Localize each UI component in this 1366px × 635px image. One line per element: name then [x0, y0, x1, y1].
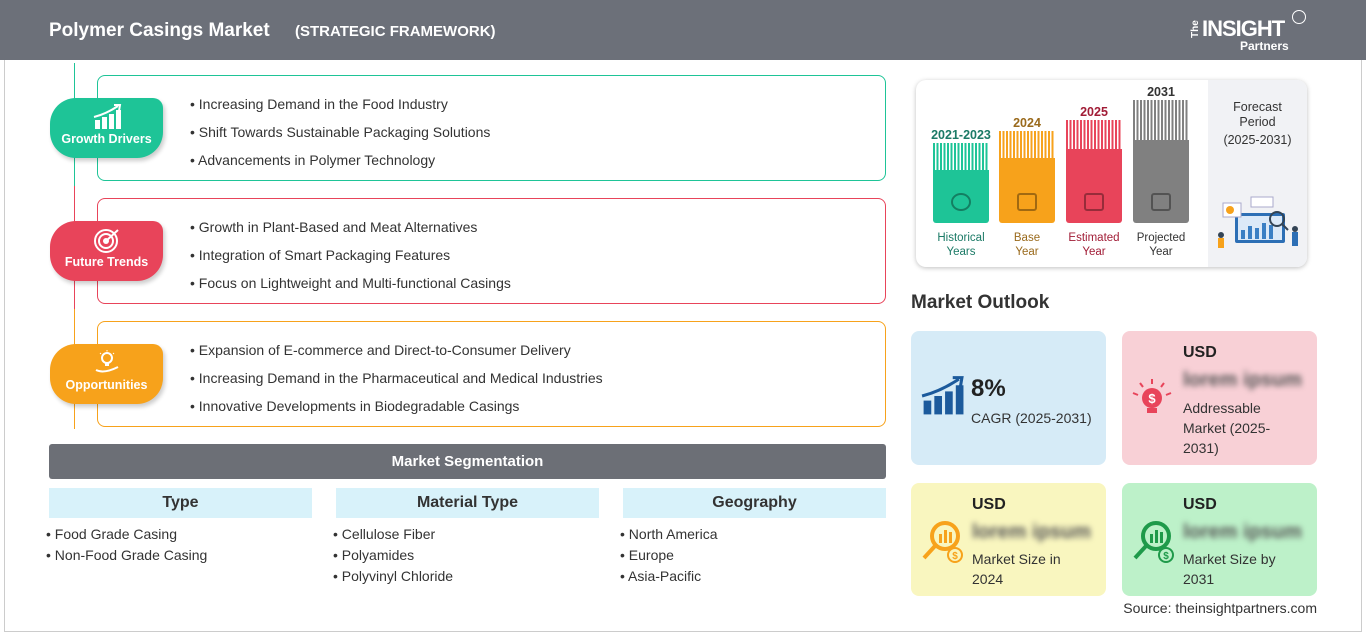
page-subtitle: (STRATEGIC FRAMEWORK) [295, 23, 496, 40]
segmentation-title: Market Segmentation [49, 444, 886, 479]
forecast-panel: Forecast Period (2025-2031) [1208, 80, 1307, 267]
card-label: Market Size by 2031 [1183, 551, 1276, 587]
card-label: Addressable Market (2025-2031) [1183, 400, 1271, 456]
cagr-value: 8% [971, 375, 1006, 402]
lightbulb-dollar-icon: $ [1130, 376, 1174, 425]
lightbulb-hand-icon [92, 350, 122, 376]
segment-item: Europe [620, 547, 674, 563]
timeline-year: 2021-2023 [931, 128, 991, 142]
framework-item: Focus on Lightweight and Multi-functiona… [190, 275, 511, 291]
timeline-year: 2024 [1013, 116, 1041, 130]
framework-item: Expansion of E-commerce and Direct-to-Co… [190, 342, 571, 358]
forecast-range: (2025-2031) [1223, 133, 1292, 147]
segment-item: Cellulose Fiber [333, 526, 435, 542]
frame [4, 60, 1362, 632]
timeline-icon [1151, 193, 1171, 211]
badge-label: Growth Drivers [61, 132, 152, 146]
forecast-label: Forecast [1233, 100, 1282, 114]
blurred-value: lorem ipsum [1183, 369, 1302, 391]
segment-item: Polyamides [333, 547, 414, 563]
segment-item: Food Grade Casing [46, 526, 177, 542]
timeline-icon [951, 193, 971, 211]
framework-item: Advancements in Polymer Technology [190, 152, 435, 168]
framework-box-growth-drivers: Increasing Demand in the Food IndustrySh… [97, 75, 886, 181]
logo: The INSIGHT Partners [1190, 8, 1320, 54]
framework-item: Increasing Demand in the Pharmaceutical … [190, 370, 603, 386]
badge-opportunities: Opportunities [50, 344, 163, 404]
magnifier-chart-icon: $ [1130, 518, 1176, 569]
usd-label: USD [972, 496, 1006, 513]
timeline-year: 2025 [1080, 105, 1108, 119]
usd-label: USD [1183, 496, 1217, 513]
framework-item: Growth in Plant-Based and Meat Alternati… [190, 219, 478, 235]
header [0, 0, 1366, 60]
magnifier-chart-icon: $ [919, 518, 965, 569]
segment-header: Material Type [336, 488, 599, 518]
segment-header: Geography [623, 488, 886, 518]
growth-chart-icon [919, 376, 965, 421]
framework-item: Increasing Demand in the Food Industry [190, 96, 448, 112]
badge-label: Opportunities [65, 378, 148, 392]
blurred-value: lorem ipsum [972, 521, 1091, 543]
growth-chart-icon [92, 104, 122, 130]
page-title: Polymer Casings Market [49, 20, 270, 41]
segment-item: Polyvinyl Chloride [333, 568, 453, 584]
segment-header: Type [49, 488, 312, 518]
market-outlook-title: Market Outlook [911, 292, 1050, 313]
framework-item: Shift Towards Sustainable Packaging Solu… [190, 124, 491, 140]
timeline-year: 2031 [1147, 85, 1175, 99]
outlook-card: 8% CAGR (2025-2031) [911, 331, 1106, 465]
usd-label: USD [1183, 344, 1217, 361]
segment-item: Asia-Pacific [620, 568, 701, 584]
timeline-bar [999, 131, 1055, 223]
segment-item: North America [620, 526, 718, 542]
blurred-value: lorem ipsum [1183, 521, 1302, 543]
badge-future-trends: Future Trends [50, 221, 163, 281]
source-text: Source: theinsightpartners.com [1123, 600, 1317, 616]
forecast-label: Period [1239, 115, 1276, 129]
svg-text:$: $ [1163, 551, 1169, 562]
timeline-bar [1133, 100, 1189, 223]
segment-item: Non-Food Grade Casing [46, 547, 208, 563]
timeline-bar [1066, 120, 1122, 223]
framework-box-future-trends: Growth in Plant-Based and Meat Alternati… [97, 198, 886, 304]
timeline-icon [1017, 193, 1037, 211]
badge-label: Future Trends [64, 255, 149, 269]
target-icon [92, 227, 122, 253]
svg-text:$: $ [952, 551, 958, 562]
framework-item: Integration of Smart Packaging Features [190, 247, 450, 263]
cagr-label: CAGR (2025-2031) [971, 410, 1092, 426]
badge-growth-drivers: Growth Drivers [50, 98, 163, 158]
framework-box-opportunities: Expansion of E-commerce and Direct-to-Co… [97, 321, 886, 427]
timeline-bar [933, 143, 989, 223]
card-label: Market Size in 2024 [972, 551, 1061, 587]
timeline-icon [1084, 193, 1104, 211]
analytics-illustration-icon [1218, 196, 1298, 248]
framework-item: Innovative Developments in Biodegradable… [190, 398, 520, 414]
svg-text:$: $ [1148, 391, 1156, 406]
